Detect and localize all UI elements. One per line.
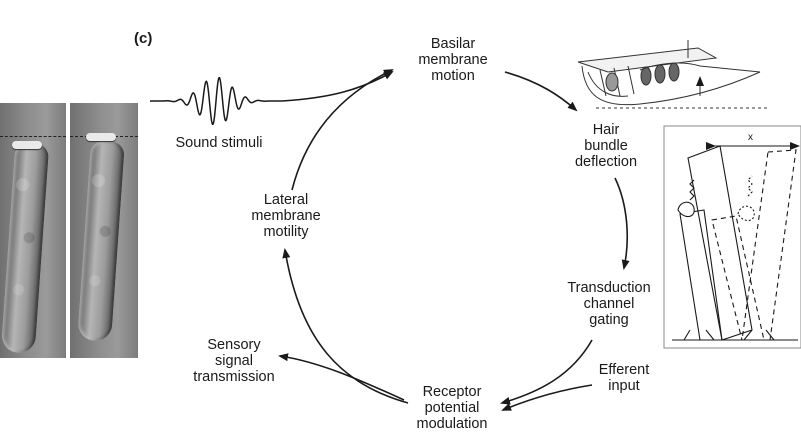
arrow-receptor-to-lateral bbox=[282, 248, 409, 404]
arrow-transduction-to-receptor bbox=[500, 339, 593, 405]
hair-cell-micrograph-right bbox=[70, 103, 138, 358]
arrow-receptor-to-sensory bbox=[278, 353, 405, 401]
node-basilar-membrane-motion: Basilar membrane motion bbox=[418, 36, 488, 84]
output-sensory-signal-transmission: Sensory signal transmission bbox=[193, 337, 275, 385]
sound-waveform bbox=[150, 76, 282, 126]
arrow-efferent-to-receptor bbox=[501, 384, 593, 411]
node-hair-bundle-deflection: Hair bundle deflection bbox=[574, 122, 638, 170]
dashed-reference-line bbox=[0, 136, 66, 137]
node-transduction-channel-gating: Transduction channel gating bbox=[567, 280, 651, 328]
inset-x-label: x bbox=[748, 132, 753, 143]
input-sound-stimuli: Sound stimuli bbox=[175, 135, 263, 151]
hair-cell-micrograph-left bbox=[0, 103, 66, 358]
input-efferent: Efferent input bbox=[598, 362, 650, 394]
arrow-sound-to-basilar bbox=[281, 71, 394, 102]
node-receptor-potential-modulation: Receptor potential modulation bbox=[416, 384, 488, 432]
arrow-basilar-to-hair bbox=[504, 71, 578, 112]
cuticular-plate bbox=[86, 133, 116, 141]
arrow-hair-to-transduction bbox=[614, 177, 630, 270]
cochlea-schematic bbox=[577, 40, 770, 109]
panel-letter: (c) bbox=[134, 30, 153, 47]
hair-bundle-schematic bbox=[663, 125, 801, 349]
cuticular-plate bbox=[12, 141, 42, 149]
node-lateral-membrane-motility: Lateral membrane motility bbox=[251, 192, 321, 240]
arrow-lateral-to-basilar bbox=[291, 69, 394, 191]
